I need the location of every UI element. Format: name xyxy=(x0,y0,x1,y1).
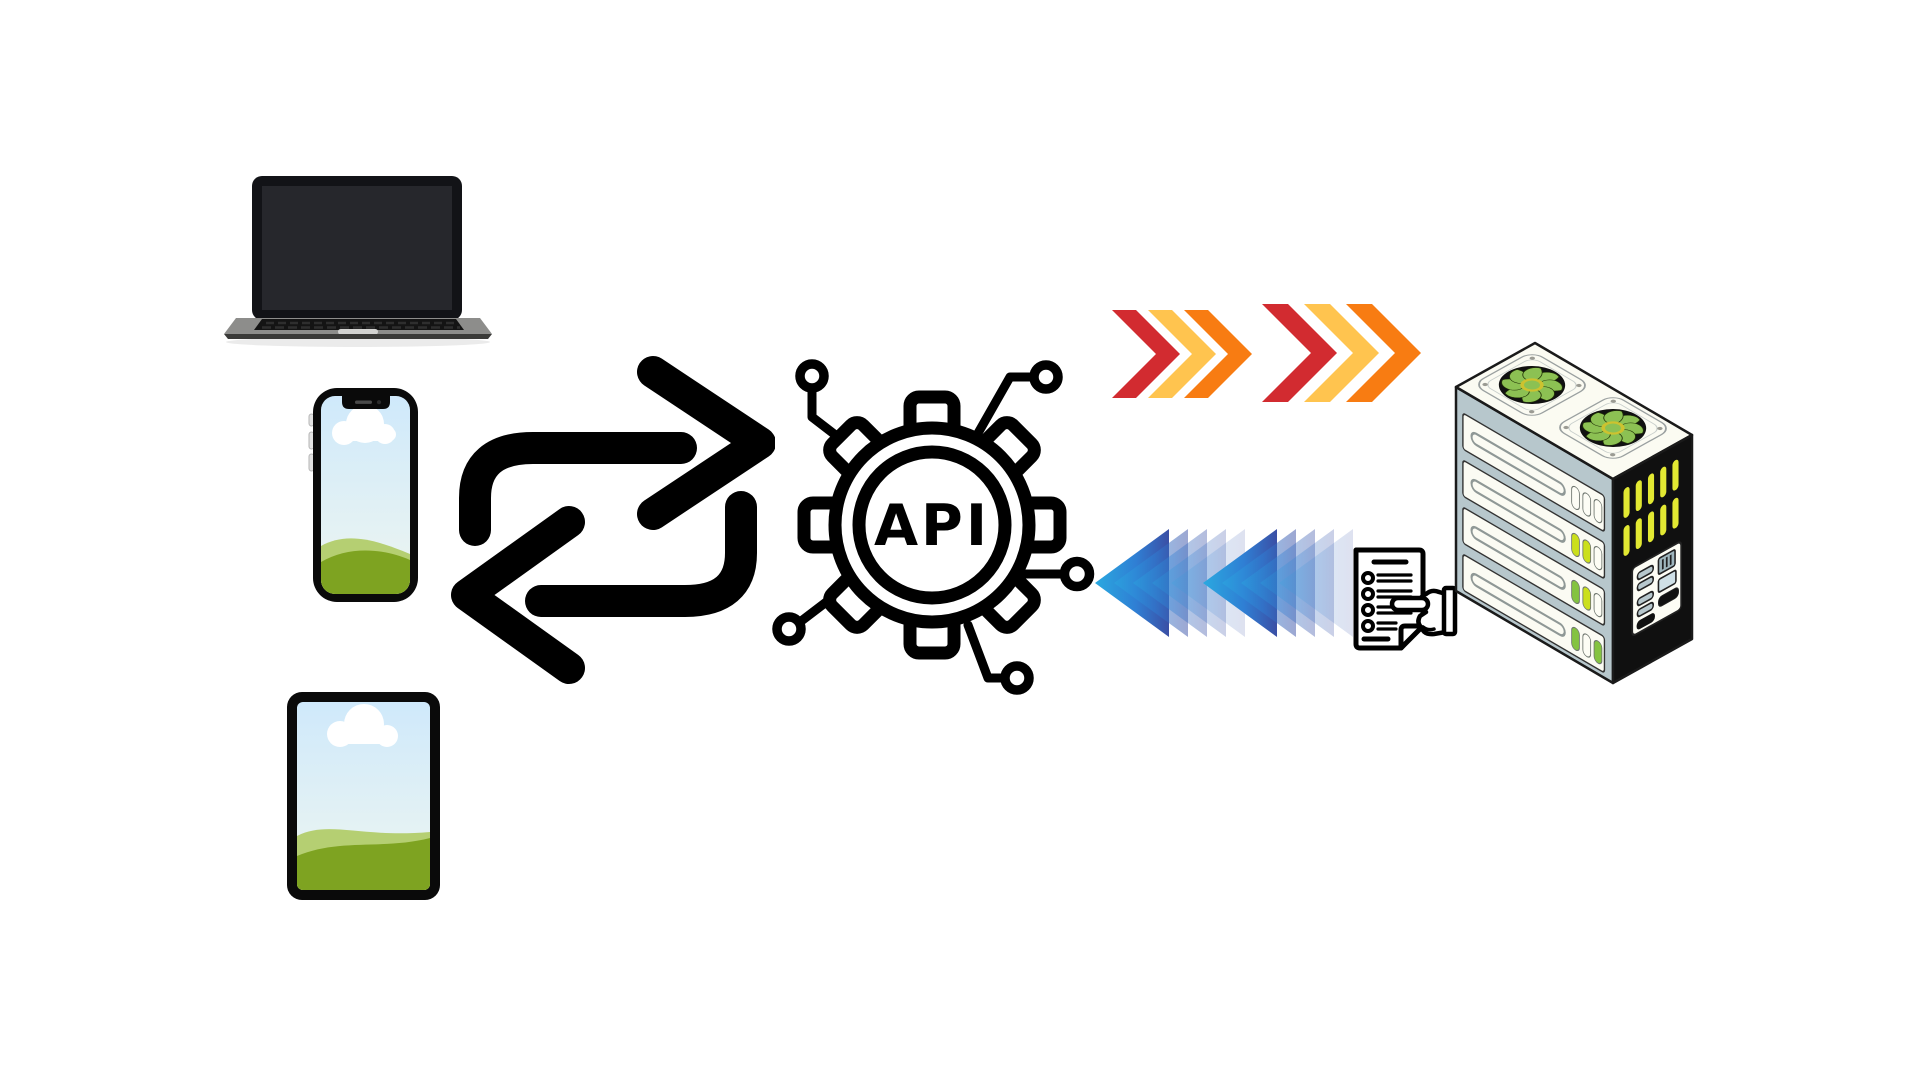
drive-bay xyxy=(1462,507,1606,626)
smartphone-icon xyxy=(308,388,418,602)
hill-dark xyxy=(321,550,410,594)
chevron-group-1 xyxy=(1112,310,1252,398)
drive-bays xyxy=(1462,413,1606,673)
cloud xyxy=(332,405,396,445)
phone-notch xyxy=(342,396,390,409)
index-finger xyxy=(1389,595,1431,613)
api-label: API xyxy=(874,493,990,559)
phone-screen xyxy=(321,396,410,594)
laptop-trackpad-notch xyxy=(338,329,378,335)
folded-corner xyxy=(1398,623,1426,651)
drive-bay xyxy=(1462,460,1606,579)
sync-arrows-icon xyxy=(451,356,775,684)
gear: API xyxy=(797,390,1067,660)
side-panel xyxy=(1623,459,1683,636)
server-tower-icon xyxy=(1454,341,1694,685)
io-panel xyxy=(1631,541,1683,636)
laptop-base xyxy=(224,318,492,339)
document xyxy=(1353,547,1426,651)
laptop-icon xyxy=(224,176,492,347)
arrow-to-api xyxy=(459,356,775,546)
cloud xyxy=(327,704,398,747)
hill-dark xyxy=(297,838,430,890)
document-hand-icon xyxy=(1353,547,1458,651)
drive-bay xyxy=(1462,413,1606,532)
arrow-from-api xyxy=(451,491,757,684)
chevron-group-2 xyxy=(1262,304,1421,402)
response-arrows-icon xyxy=(1095,529,1353,637)
request-chevrons-icon xyxy=(1112,304,1421,402)
response-cluster-2 xyxy=(1203,529,1353,637)
laptop-lid xyxy=(252,176,462,320)
cuff xyxy=(1441,585,1458,637)
laptop-shadow xyxy=(226,337,490,347)
tablet-screen xyxy=(297,702,430,890)
pointing-hand xyxy=(1389,585,1458,637)
api-gear-icon: API xyxy=(772,359,1095,695)
tablet-icon xyxy=(287,692,440,900)
laptop-screen xyxy=(262,186,452,310)
vent-slats xyxy=(1623,459,1679,556)
drive-bay xyxy=(1462,554,1606,673)
